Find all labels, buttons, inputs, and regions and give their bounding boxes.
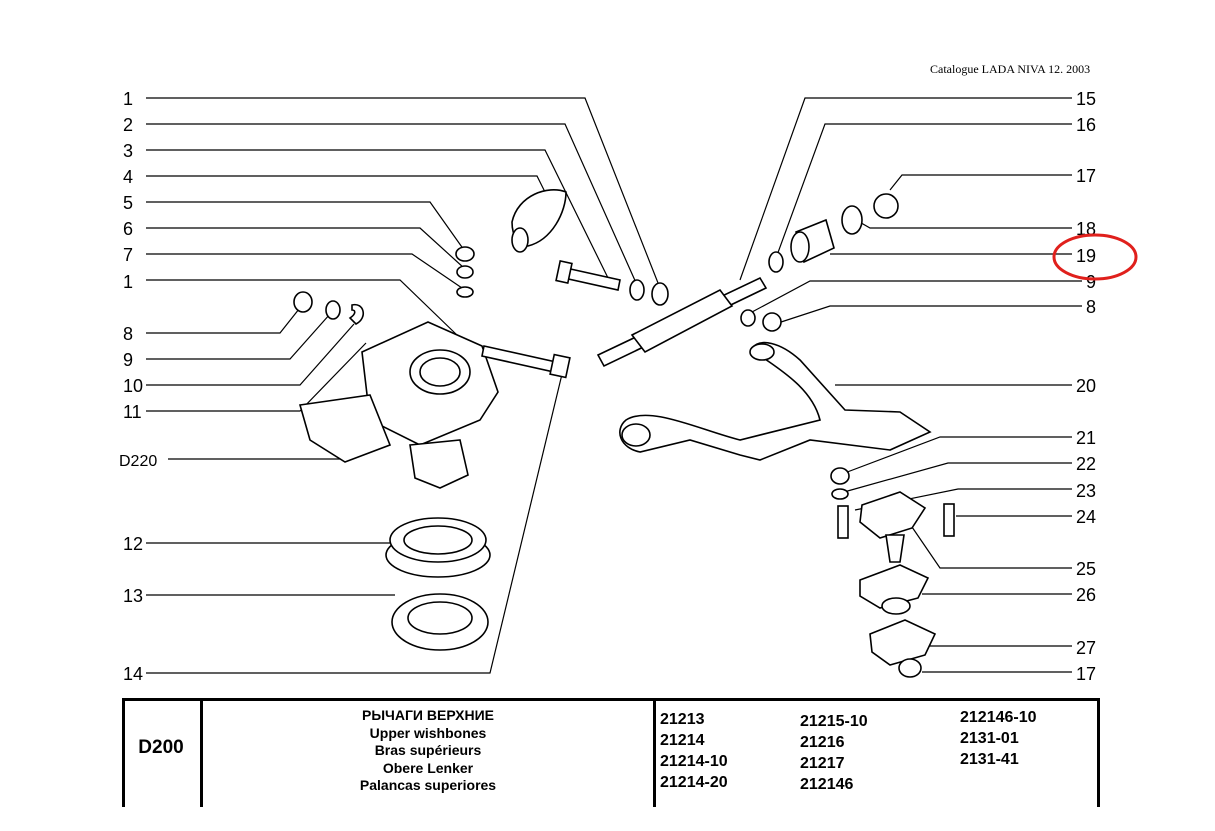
callout-left-14: 14 [123, 664, 143, 684]
models-col-1: 21213 21214 21214-10 21214-20 [660, 709, 728, 793]
ball-joint-part-23 [859, 491, 927, 563]
table-col-divider-0 [122, 701, 125, 807]
callout-right-22: 22 [1076, 454, 1096, 474]
model: 2131-01 [960, 730, 1019, 747]
model: 212146 [800, 776, 854, 793]
shaft-part-15 [596, 276, 768, 368]
callout-right-24: 24 [1076, 507, 1096, 527]
callout-left-4: 4 [123, 167, 133, 187]
spring-seat-part-12 [385, 517, 491, 578]
parts-diagram: 1 2 3 4 5 6 7 1 8 9 10 11 D220 12 13 14 [119, 89, 1138, 684]
nut-part-8 [293, 291, 313, 313]
bolt-part-3 [555, 260, 621, 291]
model: 21213 [660, 711, 705, 728]
nut-washer-stack [455, 246, 475, 298]
callout-right-17: 17 [1076, 166, 1096, 186]
bushing-part-18 [790, 205, 863, 264]
clip-part-10 [348, 303, 364, 325]
bump-stop-part [511, 189, 567, 253]
models-col-2: 21215-10 21216 21217 212146 [800, 711, 868, 795]
table-col-divider-2 [653, 701, 656, 807]
callout-right-23: 23 [1076, 481, 1096, 501]
callout-left-1b: 1 [123, 272, 133, 292]
callout-left-9: 9 [123, 350, 133, 370]
washer-part-1 [651, 282, 669, 306]
model: 21216 [800, 734, 845, 751]
table-col-divider-3 [1097, 701, 1100, 807]
callout-right-21: 21 [1076, 428, 1096, 448]
model: 2131-41 [960, 751, 1019, 768]
callout-left-3: 3 [123, 141, 133, 161]
callout-right-26: 26 [1076, 585, 1096, 605]
right-callouts: 15 16 17 18 19 9 8 20 21 22 23 24 25 26 … [1076, 89, 1096, 684]
washer-part-22 [831, 488, 849, 500]
callout-right-25: 25 [1076, 559, 1096, 579]
bolt-part-24a [837, 505, 849, 539]
spring-seat-part-13 [391, 593, 489, 651]
left-leaders [146, 97, 661, 674]
table-col-divider-1 [200, 701, 203, 807]
callout-left-11: 11 [123, 402, 142, 422]
callout-right-15: 15 [1076, 89, 1096, 109]
callout-left-13: 13 [123, 586, 143, 606]
title-de: Obere Lenker [382, 759, 474, 776]
model: 21214-10 [660, 753, 728, 770]
section-titles: РЫЧАГИ ВЕРХНИЕ Upper wishbones Bras supé… [204, 707, 652, 795]
callout-right-19: 19 [1076, 246, 1096, 266]
model: 21214-20 [660, 774, 728, 791]
washer-part-9 [325, 300, 341, 320]
washer-part-2 [629, 279, 645, 301]
callout-left-2: 2 [123, 115, 133, 135]
housing-part-26 [859, 564, 930, 615]
washer-part-9-right [740, 309, 756, 327]
left-callouts: 1 2 3 4 5 6 7 1 8 9 10 11 D220 12 13 14 [119, 89, 157, 684]
models-col-3: 212146-10 2131-01 2131-41 [960, 707, 1037, 770]
title-es: Palancas superiores [359, 777, 497, 793]
long-bolt-part-14 [481, 345, 571, 379]
callout-left-d220: D220 [119, 453, 157, 470]
title-ru: РЫЧАГИ ВЕРХНИЕ [362, 707, 494, 723]
callout-right-20: 20 [1076, 376, 1096, 396]
callout-right-16: 16 [1076, 115, 1096, 135]
callout-right-17b: 17 [1076, 664, 1096, 684]
callout-left-5: 5 [123, 193, 133, 213]
callout-left-7: 7 [123, 245, 133, 265]
nut-part-8-right [762, 312, 782, 332]
wishbone-arm-part-20 [619, 341, 932, 461]
section-code: D200 [138, 737, 184, 758]
model: 21217 [800, 755, 845, 772]
callout-left-8: 8 [123, 324, 133, 344]
callout-right-27: 27 [1076, 638, 1096, 658]
model: 21215-10 [800, 713, 868, 730]
callout-left-1: 1 [123, 89, 133, 109]
bolt-part-24b [943, 503, 955, 537]
highlight-circle [1052, 233, 1138, 281]
catalogue-header: Catalogue LADA NIVA 12. 2003 [930, 62, 1091, 76]
nut-part-17-lower [898, 658, 922, 678]
callout-right-8: 8 [1086, 297, 1096, 317]
nut-part-21 [830, 467, 850, 485]
title-fr: Bras supérieurs [374, 742, 482, 758]
upper-mount-part [298, 321, 499, 489]
model: 21214 [660, 732, 705, 749]
callout-left-10: 10 [123, 376, 143, 396]
washer-part-16 [768, 251, 784, 273]
callout-left-6: 6 [123, 219, 133, 239]
nut-part-17 [873, 193, 899, 219]
parts-table: D200 РЫЧАГИ ВЕРХНИЕ Upper wishbones Bras… [122, 698, 1100, 807]
callout-right-9: 9 [1086, 272, 1096, 292]
callout-left-12: 12 [123, 534, 143, 554]
title-en: Upper wishbones [369, 724, 487, 741]
model: 212146-10 [960, 709, 1037, 726]
plate-part-27 [869, 619, 937, 666]
